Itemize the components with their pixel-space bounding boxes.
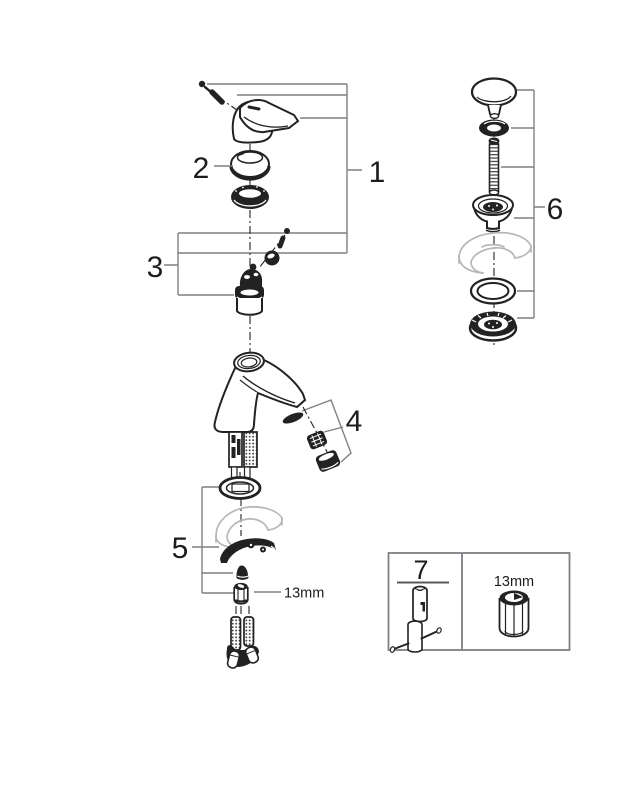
callout-1-label: 1 bbox=[369, 156, 386, 189]
callout-6-label: 6 bbox=[547, 193, 564, 226]
o-ring-icon bbox=[479, 119, 509, 137]
callout-6-leader-lines bbox=[501, 89, 545, 319]
cartridge-screw-icon bbox=[277, 228, 290, 249]
cap-ring-icon bbox=[229, 150, 271, 181]
escutcheon-ring-icon bbox=[231, 185, 269, 209]
lever-handle-icon bbox=[231, 99, 300, 144]
lever-screw-icon bbox=[198, 80, 225, 105]
callout-1-leader-lines bbox=[207, 83, 362, 253]
callout-3-label: 3 bbox=[147, 251, 164, 284]
drain-gasket-icon bbox=[469, 277, 517, 305]
callout-5-leader-lines bbox=[192, 486, 236, 594]
mounting-tool-icon bbox=[389, 585, 442, 653]
tool-box bbox=[387, 552, 571, 651]
cartridge-nut-icon bbox=[264, 250, 280, 266]
faucet-body-icon bbox=[213, 351, 307, 433]
hex-nut-icon bbox=[233, 582, 249, 605]
callout-7-label: 7 bbox=[413, 555, 428, 585]
drain-locknut-icon bbox=[468, 311, 518, 342]
mounting-horseshoe-icon bbox=[220, 538, 276, 563]
threaded-rod-icon bbox=[488, 137, 500, 196]
aerator-set-icon bbox=[282, 412, 341, 472]
socket-13mm-icon bbox=[498, 590, 530, 638]
cartridge-icon bbox=[235, 263, 264, 316]
callout-4-leader-lines bbox=[301, 399, 352, 463]
faucet-shank-icon bbox=[228, 431, 258, 481]
cone-nut-icon bbox=[236, 565, 249, 580]
base-gasket-icon bbox=[218, 476, 262, 500]
ghost-basin-section-icon bbox=[458, 231, 532, 274]
callout-2-label: 2 bbox=[193, 152, 210, 185]
callout-3-leader-lines bbox=[164, 232, 347, 296]
hex-nut-size-label: 13mm bbox=[284, 586, 324, 602]
drain-plug-icon bbox=[470, 77, 518, 119]
supply-hoses-icon bbox=[226, 616, 260, 669]
drain-flange-icon bbox=[472, 194, 514, 233]
socket-size-label: 13mm bbox=[494, 574, 534, 590]
callout-5-label: 5 bbox=[172, 532, 189, 565]
callout-4-label: 4 bbox=[346, 405, 363, 438]
